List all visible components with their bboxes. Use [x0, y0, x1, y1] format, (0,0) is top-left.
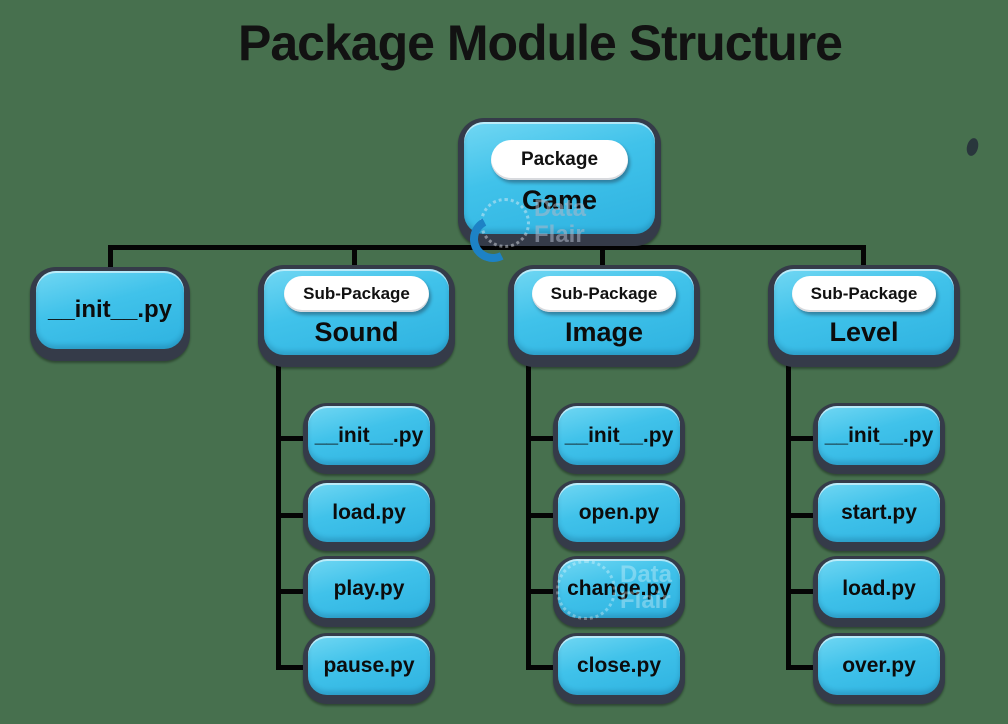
node-label-sound: Sound [314, 317, 399, 347]
leaf-label: __init__.py [824, 423, 934, 447]
connector-leaf-stub [276, 436, 306, 441]
connector-leaf-stub [526, 665, 556, 670]
leaf-level-init: __init__.py [813, 403, 945, 474]
connector-stub-image [600, 245, 605, 270]
package-badge: Package [490, 140, 629, 180]
node-label-game: Game [521, 185, 598, 215]
node-package-game: Package Game [458, 118, 661, 246]
node-subpackage-sound: Sub-Package Sound [258, 265, 455, 367]
connector-stub-sound [352, 245, 357, 270]
leaf-label: over.py [842, 653, 916, 677]
connector-leaf-stub [276, 589, 306, 594]
leaf-level-load: load.py [813, 556, 945, 627]
node-label-image: Image [564, 317, 644, 347]
connector-stub-level [861, 245, 866, 270]
leaf-label: pause.py [323, 653, 415, 677]
leaf-label: close.py [576, 653, 662, 677]
subpackage-badge: Sub-Package [531, 276, 677, 312]
leaf-image-open: open.py [553, 480, 685, 551]
connector-leaf-stub [786, 436, 816, 441]
leaf-label: __init__.py [564, 423, 674, 447]
subpackage-badge: Sub-Package [284, 276, 429, 312]
leaf-label: open.py [578, 500, 660, 524]
leaf-sound-pause: pause.py [303, 633, 435, 704]
connector-leaf-stub [526, 513, 556, 518]
connector-leaf-stub [276, 665, 306, 670]
node-subpackage-level: Sub-Package Level [768, 265, 960, 367]
node-init-py: __init__.py [30, 267, 190, 361]
leaf-sound-init: __init__.py [303, 403, 435, 474]
ink-speck [964, 136, 981, 158]
diagram-title: Package Module Structure [238, 15, 843, 71]
connector-leaf-stub [786, 589, 816, 594]
leaf-level-start: start.py [813, 480, 945, 551]
leaf-label: change.py [567, 576, 671, 600]
connector-leaf-stub [276, 513, 306, 518]
leaf-level-over: over.py [813, 633, 945, 704]
leaf-label: start.py [841, 500, 917, 524]
connector-stub-init [108, 245, 113, 270]
subpackage-badge: Sub-Package [791, 276, 937, 312]
connector-leaf-stub [526, 589, 556, 594]
connector-root-horizontal [108, 245, 866, 250]
leaf-sound-play: play.py [303, 556, 435, 627]
connector-leaf-stub [786, 513, 816, 518]
leaf-label: load.py [332, 500, 406, 524]
leaf-image-change: change.py [553, 556, 685, 627]
leaf-label: load.py [842, 576, 916, 600]
node-label-level: Level [829, 317, 899, 347]
leaf-sound-load: load.py [303, 480, 435, 551]
leaf-image-init: __init__.py [553, 403, 685, 474]
connector-leaf-stub [526, 436, 556, 441]
node-label-init: __init__.py [47, 296, 173, 323]
node-subpackage-image: Sub-Package Image [508, 265, 700, 367]
connector-leaf-stub [786, 665, 816, 670]
leaf-image-close: close.py [553, 633, 685, 704]
leaf-label: __init__.py [314, 423, 424, 447]
leaf-label: play.py [333, 576, 405, 600]
